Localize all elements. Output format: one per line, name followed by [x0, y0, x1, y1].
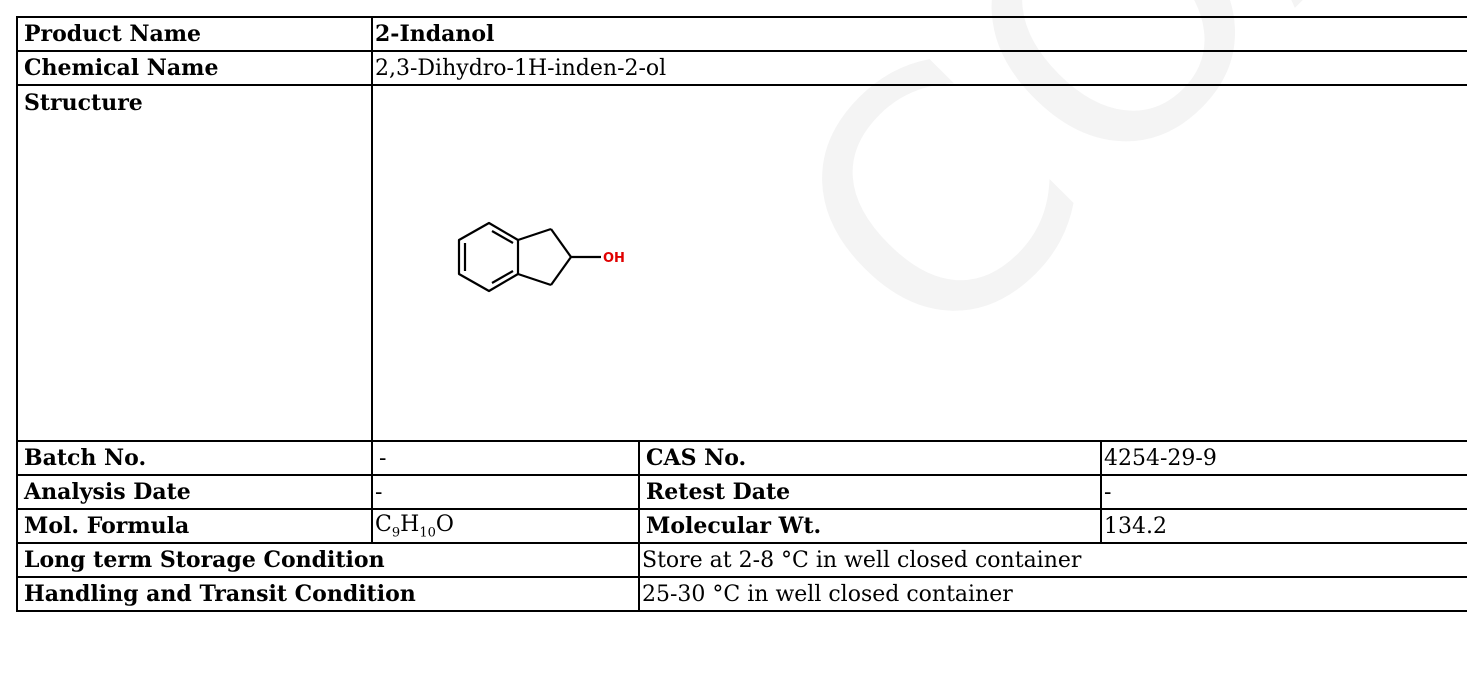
row-structure: Structure OH [16, 84, 1467, 442]
row-dates: Analysis Date - Retest Date - [16, 474, 1467, 510]
structure-image: OH [457, 221, 625, 293]
oh-label: OH [603, 251, 625, 266]
row-batch-cas: Batch No. - CAS No. 4254-29-9 [16, 440, 1467, 476]
row-storage: Long term Storage Condition Store at 2-8… [16, 542, 1467, 578]
structure-cell: OH [370, 84, 1467, 442]
cas-value: 4254-29-9 [1099, 440, 1467, 476]
product-name-label: Product Name [16, 16, 373, 52]
storage-value: Store at 2-8 °C in well closed container [637, 542, 1467, 578]
analysis-date-value: - [371, 474, 640, 510]
row-product-name: Product Name 2-Indanol [16, 16, 1467, 52]
handling-label: Handling and Transit Condition [16, 576, 640, 612]
retest-date-label: Retest Date [638, 474, 1102, 510]
row-formula-weight: Mol. Formula C9H10O Molecular Wt. 134.2 [16, 508, 1467, 544]
structure-label: Structure [16, 84, 373, 442]
mol-wt-label: Molecular Wt. [638, 508, 1102, 544]
batch-value: - [371, 440, 640, 476]
chemical-name-value: 2,3-Dihydro-1H-inden-2-ol [370, 50, 1467, 86]
batch-label: Batch No. [16, 440, 373, 476]
row-chemical-name: Chemical Name 2,3-Dihydro-1H-inden-2-ol [16, 50, 1467, 86]
mol-wt-value: 134.2 [1099, 508, 1467, 544]
chemical-name-label: Chemical Name [16, 50, 373, 86]
row-handling: Handling and Transit Condition 25-30 °C … [16, 576, 1467, 612]
handling-value: 25-30 °C in well closed container [637, 576, 1467, 612]
storage-label: Long term Storage Condition [16, 542, 640, 578]
coa-table: Product Name 2-Indanol Chemical Name 2,3… [16, 16, 1467, 612]
formula-value: C9H10O [371, 508, 640, 544]
retest-date-value: - [1099, 474, 1467, 510]
formula-label: Mol. Formula [16, 508, 373, 544]
cas-label: CAS No. [638, 440, 1102, 476]
product-name-value: 2-Indanol [370, 16, 1467, 52]
analysis-date-label: Analysis Date [16, 474, 373, 510]
